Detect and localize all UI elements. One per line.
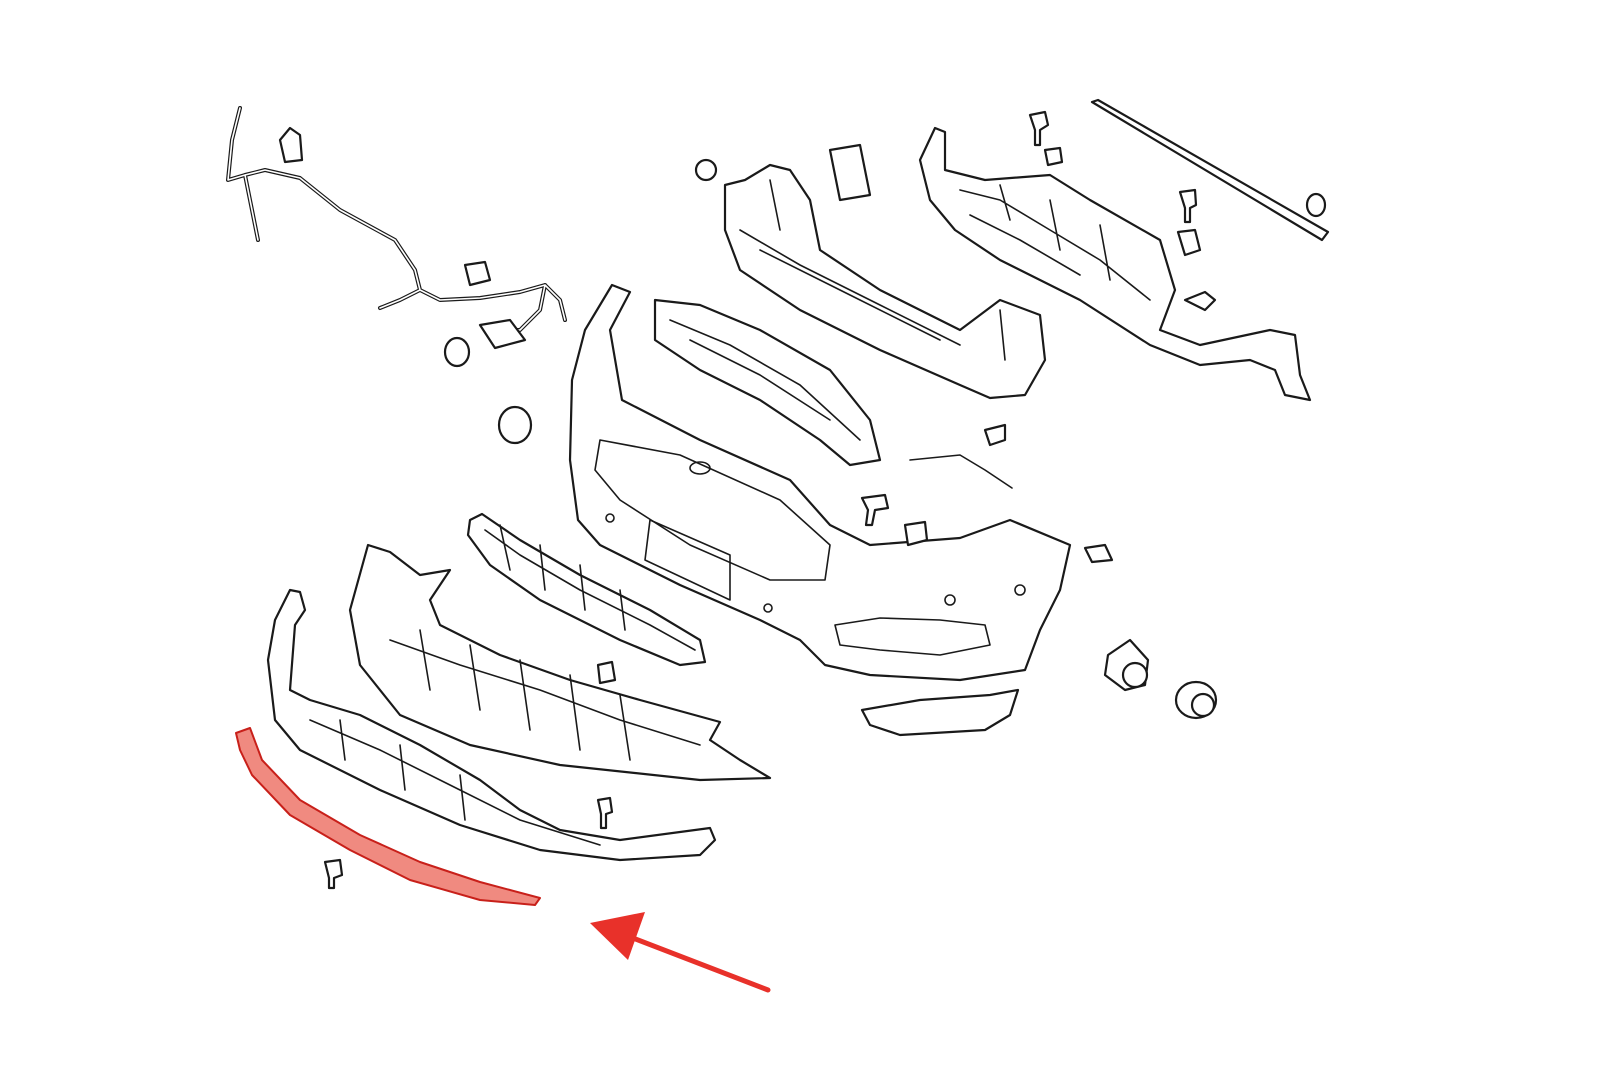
lower-splash-shield xyxy=(348,543,772,782)
energy-absorber xyxy=(653,298,882,467)
lower-grille xyxy=(466,512,707,667)
upper-absorber-shield xyxy=(918,126,1312,402)
wiring-harness xyxy=(226,106,567,368)
clip-icon xyxy=(323,110,1217,890)
highlighted-lower-trim-strip[interactable] xyxy=(235,727,541,906)
connector-icon xyxy=(278,126,304,164)
bumper-reinforcement-beam xyxy=(694,143,1047,400)
parking-sensor xyxy=(1103,638,1150,692)
parking-sensor-bezel xyxy=(1174,680,1218,720)
lower-bumper-lip xyxy=(266,588,717,862)
bumper-strip-upper xyxy=(1090,98,1330,242)
pointer-arrow-icon xyxy=(590,912,771,993)
tow-hook-cover xyxy=(497,405,533,445)
front-bumper-cover xyxy=(568,283,1072,682)
fog-lamp-bezel xyxy=(860,688,1020,737)
